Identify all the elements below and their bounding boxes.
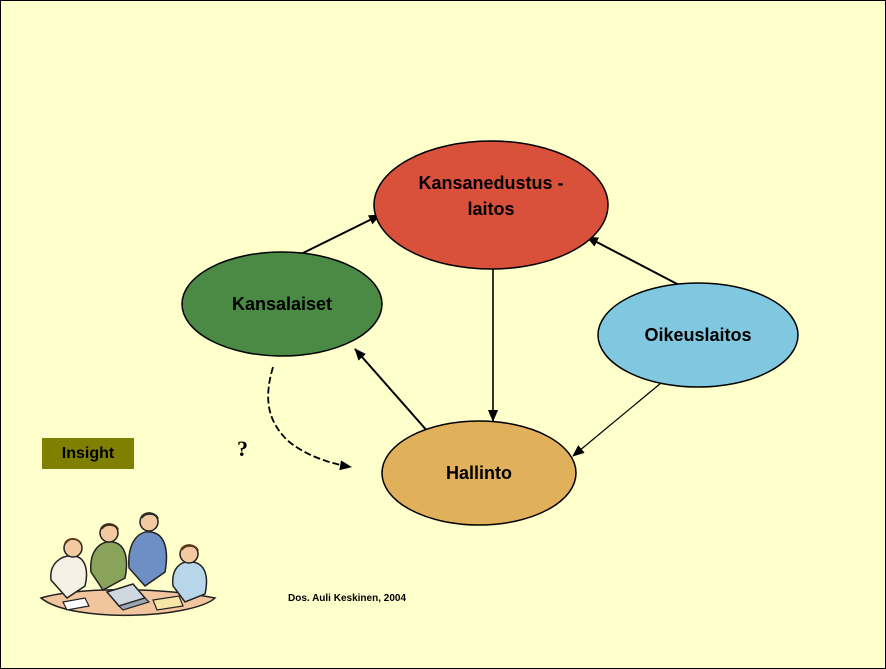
node-oikeuslaitos-label: Oikeuslaitos — [644, 325, 751, 345]
node-kansanedustuslaitos-label-line2: laitos — [467, 199, 514, 219]
question-mark: ? — [237, 436, 248, 461]
edge-oikeuslaitos-to-hallinto — [572, 382, 662, 457]
node-kansalaiset-shape — [181, 251, 383, 357]
node-oikeuslaitos: Oikeuslaitos — [597, 282, 799, 388]
node-kansalaiset-label: Kansalaiset — [232, 294, 332, 314]
edge-oikeuslaitos-to-kansanedustuslaitos — [586, 236, 682, 287]
node-kansalaiset: Kansalaiset — [181, 251, 383, 357]
node-kansanedustuslaitos-shape — [373, 140, 609, 270]
node-kansanedustuslaitos-label-line1: Kansanedustus - — [418, 173, 563, 193]
node-kansanedustuslaitos: Kansanedustus - laitos — [373, 140, 609, 270]
edge-kansalaiset-to-hallinto-dashed — [267, 366, 352, 471]
node-oikeuslaitos-shape — [597, 282, 799, 388]
node-hallinto-label: Hallinto — [446, 463, 512, 483]
node-hallinto: Hallinto — [381, 420, 577, 526]
edge-kansalaiset-to-kansanedustuslaitos — [298, 214, 381, 256]
edge-hallinto-to-kansalaiset — [354, 348, 430, 434]
people-meeting-clipart-icon — [39, 512, 217, 616]
node-hallinto-shape — [381, 420, 577, 526]
credit-text: Dos. Auli Keskinen, 2004 — [288, 593, 407, 604]
insight-label: Insight — [42, 438, 134, 469]
